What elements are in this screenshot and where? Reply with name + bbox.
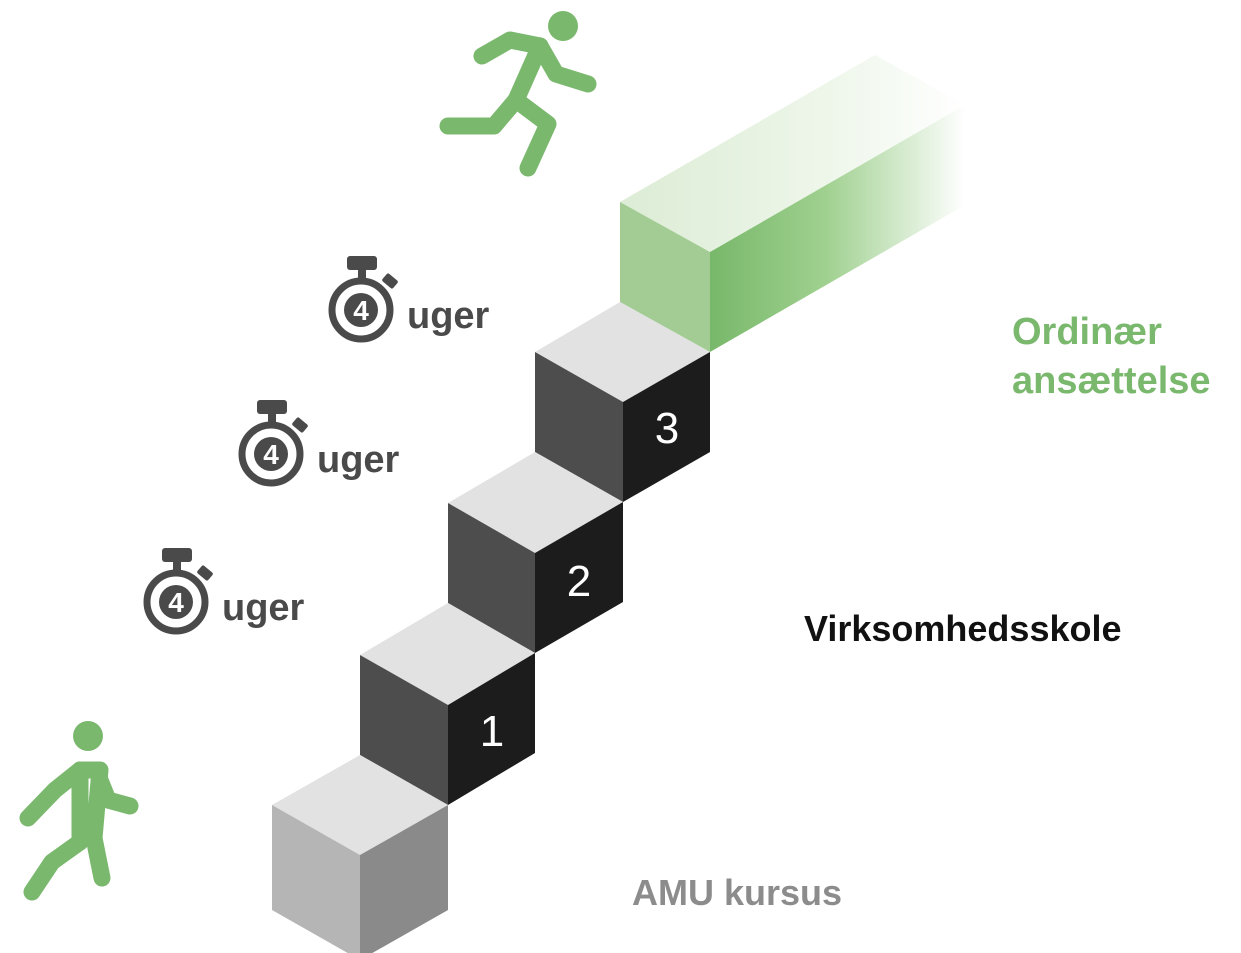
- step-1-number: 1: [480, 707, 504, 756]
- step-3-number: 3: [655, 404, 679, 453]
- base-block: [272, 755, 448, 953]
- goal-label-line2: ansættelse: [1012, 360, 1211, 403]
- goal-label-line1: Ordinær: [1012, 311, 1162, 353]
- svg-text:4: 4: [353, 295, 369, 326]
- svg-text:4: 4: [263, 439, 279, 470]
- stopwatch-icon: 4: [238, 400, 308, 487]
- duration-step-3: 4 uger: [325, 254, 489, 348]
- duration-step-1: 4 uger: [140, 546, 304, 640]
- running-person-icon: [439, 11, 597, 177]
- duration-step-2: 4 uger: [235, 398, 399, 492]
- duration-unit: uger: [222, 586, 305, 629]
- duration-unit: uger: [317, 438, 400, 481]
- stopwatch-icon: 4: [328, 256, 398, 343]
- goal-label: Ordinær ansættelse: [1012, 308, 1211, 407]
- svg-text:4: 4: [168, 587, 184, 618]
- duration-unit: uger: [407, 294, 490, 337]
- stopwatch-icon: 4: [143, 548, 213, 635]
- goal-block: [620, 55, 965, 352]
- middle-label: Virksomhedsskole: [804, 608, 1122, 649]
- step-2-number: 2: [567, 557, 591, 606]
- start-label: AMU kursus: [632, 872, 843, 913]
- walking-person-icon: [19, 721, 139, 901]
